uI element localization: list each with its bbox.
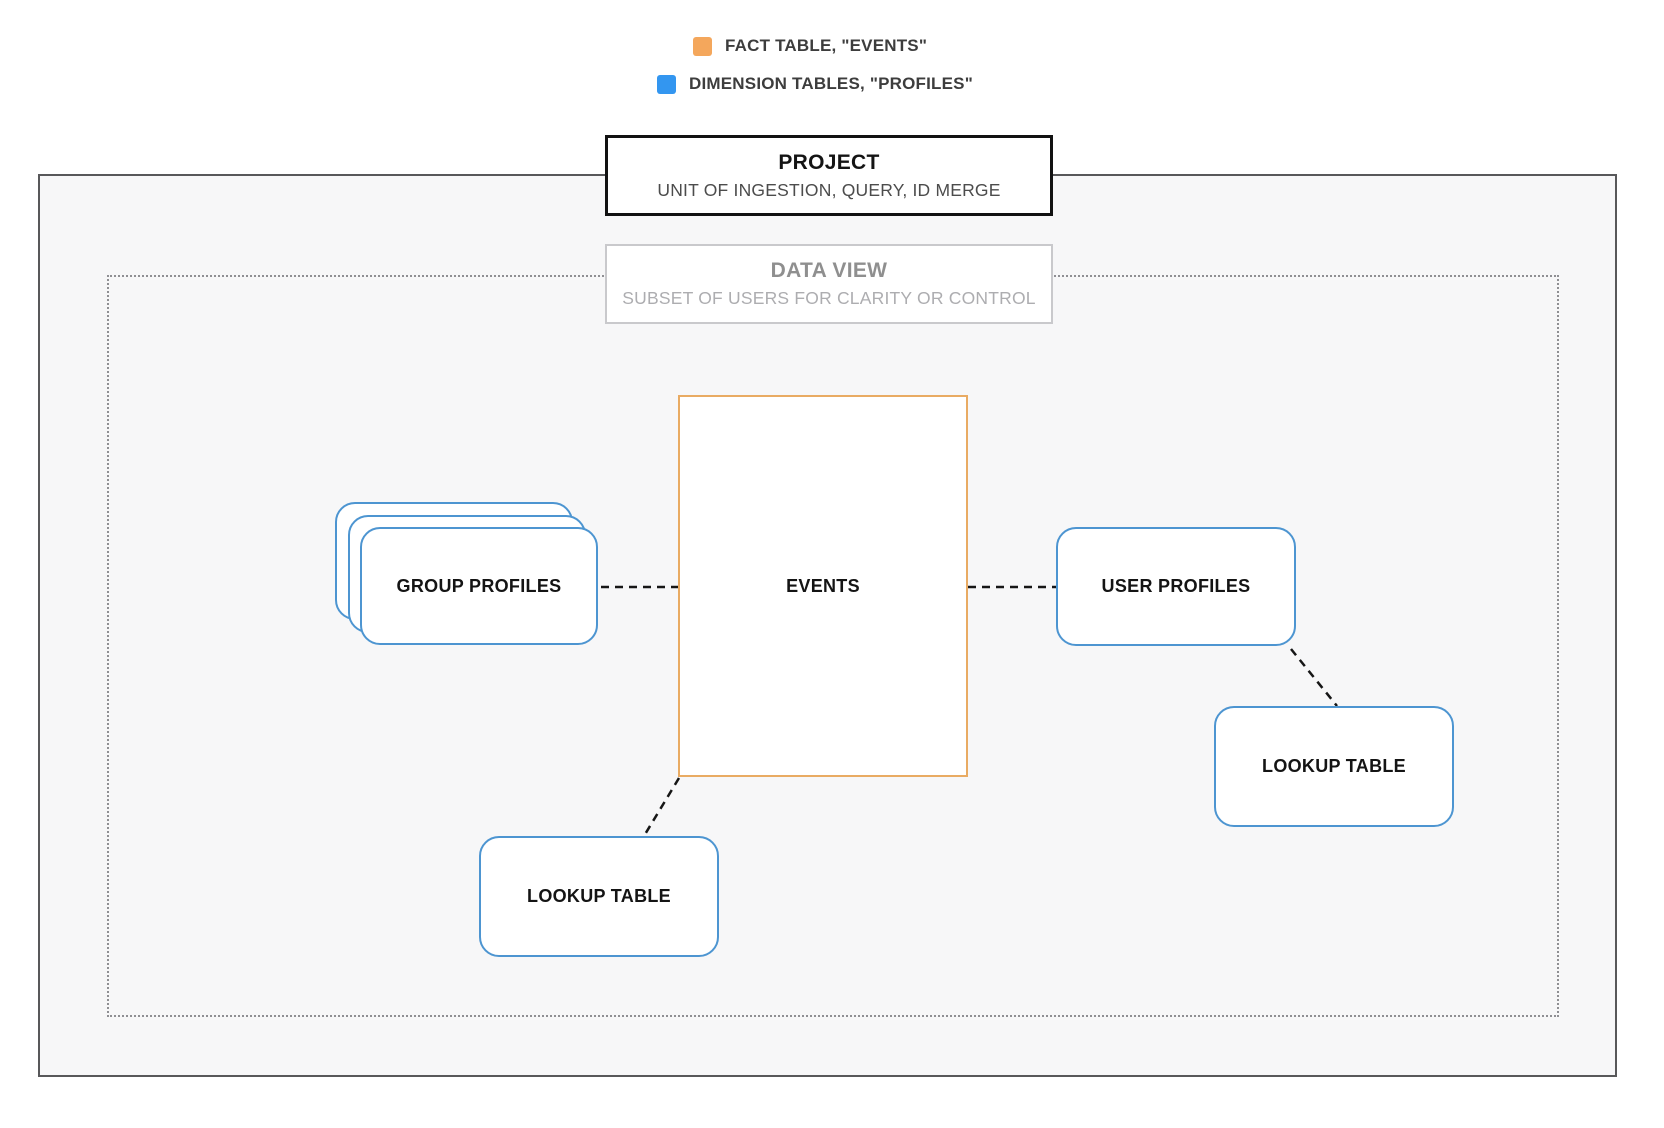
data-view-subtitle: SUBSET OF USERS FOR CLARITY OR CONTROL [622, 288, 1036, 308]
group-profiles-card-front: GROUP PROFILES [360, 527, 598, 645]
dimension-table-swatch-icon [657, 74, 676, 94]
node-events: EVENTS [678, 395, 968, 777]
fact-table-swatch-icon [693, 36, 712, 56]
project-title-box: PROJECT UNIT OF INGESTION, QUERY, ID MER… [605, 135, 1053, 216]
node-events-label: EVENTS [786, 575, 860, 596]
legend-item-dimension-tables: DIMENSION TABLES, "PROFILES" [657, 74, 973, 94]
data-view-title: DATA VIEW [770, 259, 888, 282]
node-user-profiles-label: USER PROFILES [1101, 576, 1251, 596]
node-user-profiles: USER PROFILES [1056, 527, 1296, 646]
node-lookup-table-left: LOOKUP TABLE [479, 836, 719, 957]
node-lookup-table-right: LOOKUP TABLE [1214, 706, 1454, 827]
legend-label: FACT TABLE, "EVENTS" [725, 36, 928, 55]
node-lookup-table-left-label: LOOKUP TABLE [527, 886, 671, 906]
legend-item-fact-table: FACT TABLE, "EVENTS" [693, 36, 927, 56]
node-group-profiles-label: GROUP PROFILES [396, 575, 562, 596]
data-view-title-box: DATA VIEW SUBSET OF USERS FOR CLARITY OR… [605, 244, 1053, 324]
project-title: PROJECT [778, 150, 880, 174]
project-subtitle: UNIT OF INGESTION, QUERY, ID MERGE [657, 179, 1001, 200]
legend-label: DIMENSION TABLES, "PROFILES" [689, 74, 973, 93]
node-lookup-table-right-label: LOOKUP TABLE [1262, 756, 1406, 776]
node-group-profiles: GROUP PROFILES [335, 502, 598, 645]
